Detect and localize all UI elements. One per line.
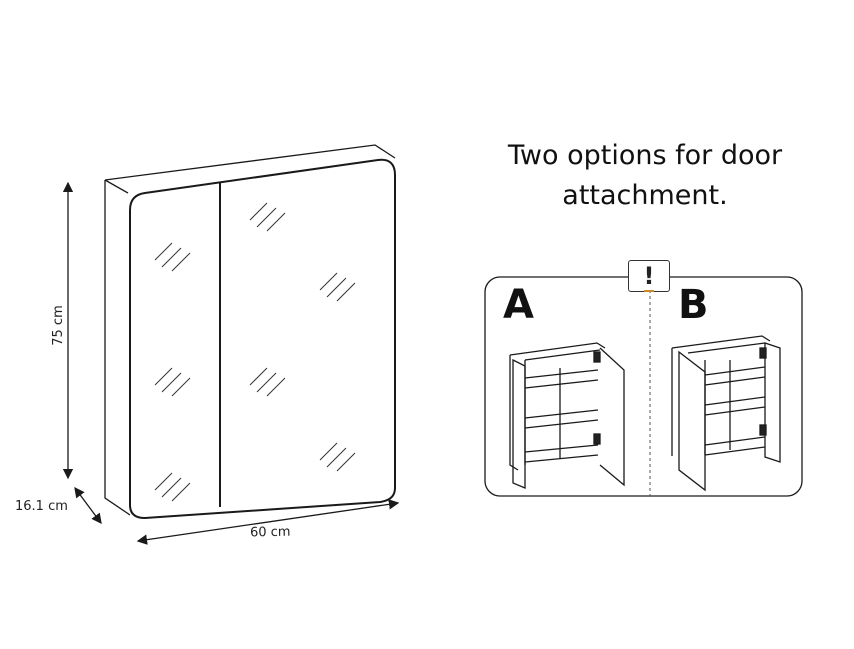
width-dimension-arrow [136,499,400,545]
door-options-panel [484,276,803,497]
depth-dimension-label: 16.1 cm [15,499,68,514]
height-dimension-label: 75 cm [50,305,66,346]
warning-badge: ! [628,260,670,292]
heading-line-1: Two options for door [507,140,783,171]
heading: Two options for door attachment. [470,136,820,216]
cabinet-option-b [671,335,781,492]
mirror-reflection-hatches [154,202,356,502]
heading-line-2: attachment. [562,180,728,211]
width-dimension-label: 60 cm [249,524,291,541]
mirror-cabinet [104,144,396,520]
exclamation-icon: ! [643,262,655,292]
option-a-label: A [503,282,534,328]
option-b-label: B [678,282,709,328]
depth-dimension-arrow [74,486,102,525]
cabinet-option-a [509,342,625,489]
